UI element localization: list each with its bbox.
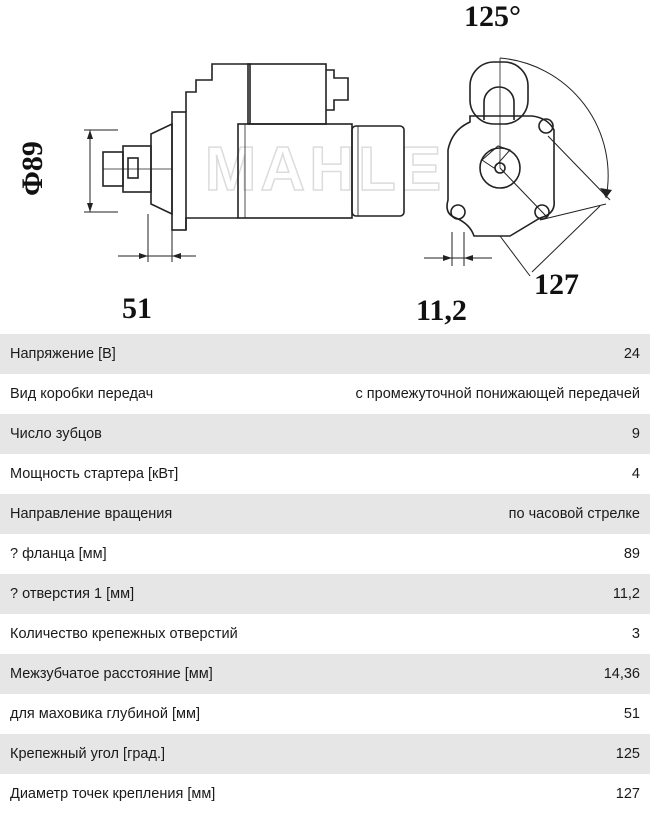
spec-value: 127 bbox=[615, 786, 640, 802]
spec-value: 89 bbox=[623, 546, 640, 562]
spec-value: 3 bbox=[631, 626, 640, 642]
spec-label: Крепежный угол [град.] bbox=[10, 746, 166, 762]
spec-label: Напряжение [В] bbox=[10, 346, 116, 362]
spec-label: Межзубчатое расстояние [мм] bbox=[10, 666, 213, 682]
spec-row-mounting-angle: Крепежный угол [град.] 125 bbox=[0, 734, 650, 774]
flywheel-depth-label: 51 bbox=[122, 292, 152, 325]
mounting-angle-label: 125° bbox=[464, 0, 521, 33]
spec-label: Число зубцов bbox=[10, 426, 102, 442]
bolt-circle-label: 127 bbox=[534, 268, 579, 301]
spec-label: ? отверстия 1 [мм] bbox=[10, 586, 135, 602]
spec-value: с промежуточной понижающей передачей bbox=[355, 386, 641, 402]
spec-row-voltage: Напряжение [В] 24 bbox=[0, 334, 650, 374]
spec-label: для маховика глубиной [мм] bbox=[10, 706, 200, 722]
spec-row-tooth-spacing: Межзубчатое расстояние [мм] 14,36 bbox=[0, 654, 650, 694]
spec-label: Вид коробки передач bbox=[10, 386, 154, 402]
spec-row-mounting-holes: Количество крепежных отверстий 3 bbox=[0, 614, 650, 654]
spec-row-power: Мощность стартера [кВт] 4 bbox=[0, 454, 650, 494]
spec-row-hole-diameter: ? отверстия 1 [мм] 11,2 bbox=[0, 574, 650, 614]
specifications-table: Напряжение [В] 24 Вид коробки передач с … bbox=[0, 334, 650, 814]
spec-label: Количество крепежных отверстий bbox=[10, 626, 238, 642]
spec-row-bolt-circle: Диаметр точек крепления [мм] 127 bbox=[0, 774, 650, 814]
spec-row-flange-diameter: ? фланца [мм] 89 bbox=[0, 534, 650, 574]
spec-row-rotation-direction: Направление вращения по часовой стрелке bbox=[0, 494, 650, 534]
spec-label: Мощность стартера [кВт] bbox=[10, 466, 179, 482]
spec-value: по часовой стрелке bbox=[508, 506, 640, 522]
flange-diameter-label: Φ89 bbox=[16, 141, 49, 196]
spec-row-teeth-count: Число зубцов 9 bbox=[0, 414, 650, 454]
spec-label: Диаметр точек крепления [мм] bbox=[10, 786, 216, 802]
spec-row-gearbox-type: Вид коробки передач с промежуточной пони… bbox=[0, 374, 650, 414]
starter-drawing-svg: MAHLE bbox=[84, 57, 612, 277]
spec-value: 14,36 bbox=[603, 666, 640, 682]
side-view bbox=[84, 63, 405, 262]
spec-value: 24 bbox=[623, 346, 640, 362]
spec-value: 9 bbox=[631, 426, 640, 442]
spec-label: ? фланца [мм] bbox=[10, 546, 107, 562]
spec-value: 4 bbox=[631, 466, 640, 482]
spec-label: Направление вращения bbox=[10, 506, 173, 522]
spec-value: 125 bbox=[615, 746, 640, 762]
technical-drawing: MAHLE bbox=[0, 0, 650, 334]
mahle-watermark: MAHLE bbox=[205, 135, 445, 204]
spec-value: 11,2 bbox=[612, 586, 640, 602]
hole-diameter-label: 11,2 bbox=[416, 294, 467, 327]
front-view bbox=[424, 57, 612, 277]
spec-value: 51 bbox=[623, 706, 640, 722]
spec-row-flywheel-depth: для маховика глубиной [мм] 51 bbox=[0, 694, 650, 734]
